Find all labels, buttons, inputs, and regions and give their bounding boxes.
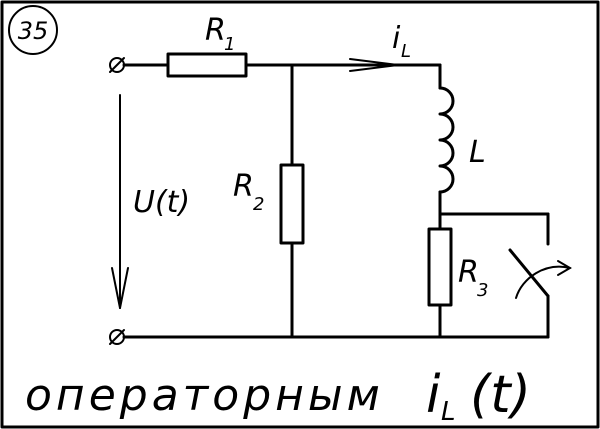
label-r3: R 3 [458, 255, 488, 301]
svg-text:R: R [233, 169, 254, 204]
label-r1: R 1 [205, 13, 235, 55]
label-r2: R 2 [233, 169, 264, 215]
svg-text:2: 2 [253, 194, 264, 215]
caption-target: i L (t) [426, 365, 531, 427]
problem-number: 35 [18, 17, 49, 45]
switch-action-arc [515, 265, 571, 299]
svg-text:1: 1 [224, 34, 235, 55]
resistor-r1 [166, 52, 248, 78]
svg-text:(t): (t) [470, 365, 531, 425]
switch-blade [508, 248, 550, 298]
label-voltage: U(t) [133, 185, 190, 220]
current-arrow [349, 58, 399, 72]
svg-text:i: i [426, 365, 441, 425]
bottom-terminal [109, 329, 125, 345]
svg-text:L: L [441, 397, 456, 427]
svg-text:R: R [205, 13, 226, 48]
resistor-r3 [427, 227, 453, 307]
resistor-r2 [279, 163, 305, 245]
voltage-arrow [111, 94, 129, 309]
svg-text:i: i [392, 21, 401, 56]
svg-text:L: L [401, 41, 411, 62]
svg-text:3: 3 [477, 280, 488, 301]
label-inductor: L [469, 135, 486, 170]
caption-method: операторным [25, 370, 384, 421]
problem-number-circle [8, 5, 58, 55]
svg-text:R: R [458, 255, 479, 290]
label-current: i L [392, 21, 411, 62]
top-terminal [109, 57, 125, 73]
inductor-l [438, 86, 455, 194]
switch-action-arrowhead [557, 260, 572, 276]
